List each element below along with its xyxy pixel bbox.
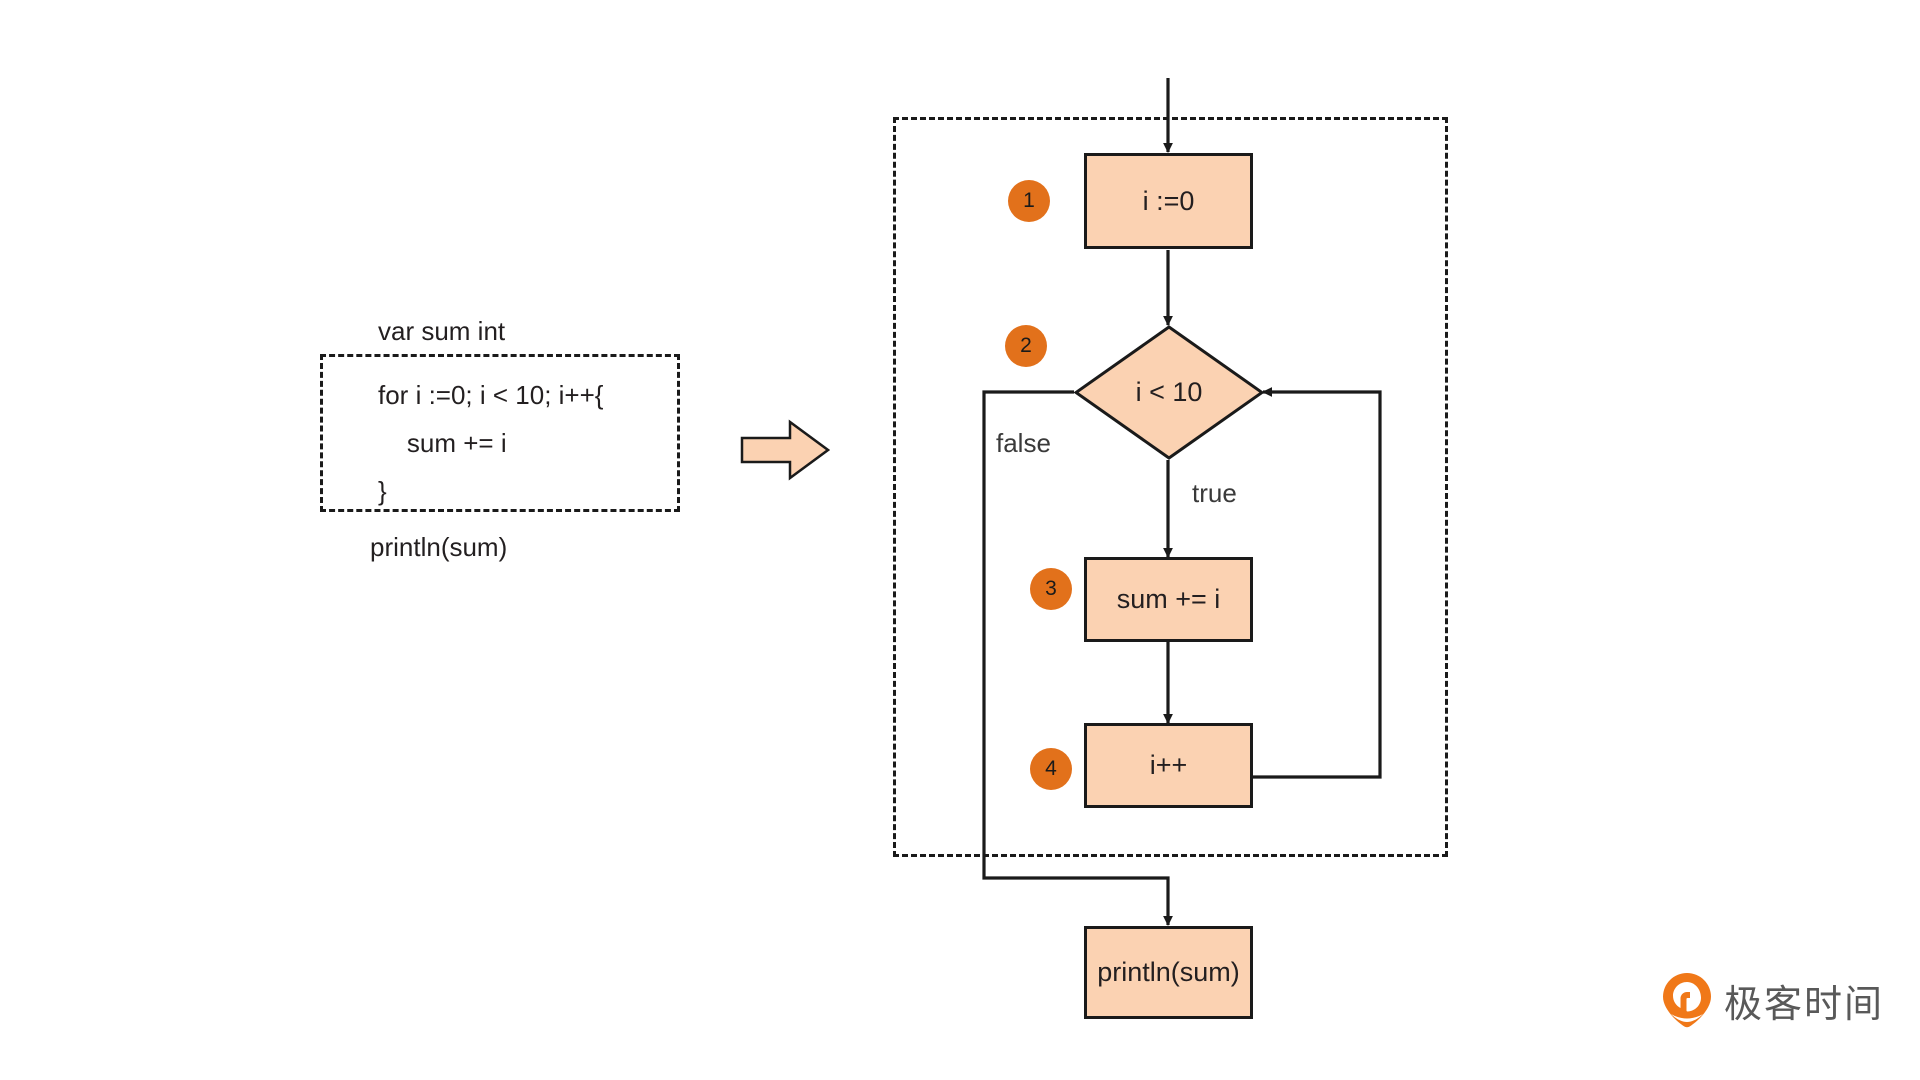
diamond-shape-icon: [1074, 325, 1264, 460]
edge-label-false: false: [996, 428, 1051, 458]
edge-label-true: true: [1192, 478, 1237, 508]
right-arrow-icon: [740, 419, 830, 481]
code-line-for: for i :=0; i < 10; i++{: [378, 380, 604, 410]
code-line-above: var sum int: [378, 316, 506, 346]
node-output[interactable]: println(sum): [1084, 926, 1253, 1019]
code-line-sum: sum += i: [378, 428, 507, 458]
badge-step-4: 4: [1030, 748, 1072, 790]
badge-step-3: 3: [1030, 568, 1072, 610]
code-line-println: println(sum): [370, 532, 508, 562]
code-line-close-brace: }: [378, 476, 387, 506]
flowchart-loop-dashed-box: [893, 117, 1448, 857]
watermark: 极客时间: [1662, 972, 1884, 1028]
node-body[interactable]: sum += i: [1084, 557, 1253, 642]
node-increment[interactable]: i++: [1084, 723, 1253, 808]
node-init[interactable]: i :=0: [1084, 153, 1253, 249]
node-condition-label: i < 10: [1135, 377, 1203, 407]
geektime-pin-icon: [1663, 973, 1711, 1028]
badge-step-1: 1: [1008, 180, 1050, 222]
badge-step-2: 2: [1005, 325, 1047, 367]
node-condition[interactable]: i < 10: [1074, 325, 1264, 460]
watermark-text: 极客时间: [1724, 981, 1885, 1026]
code-loop-dashed-box: [320, 354, 680, 512]
